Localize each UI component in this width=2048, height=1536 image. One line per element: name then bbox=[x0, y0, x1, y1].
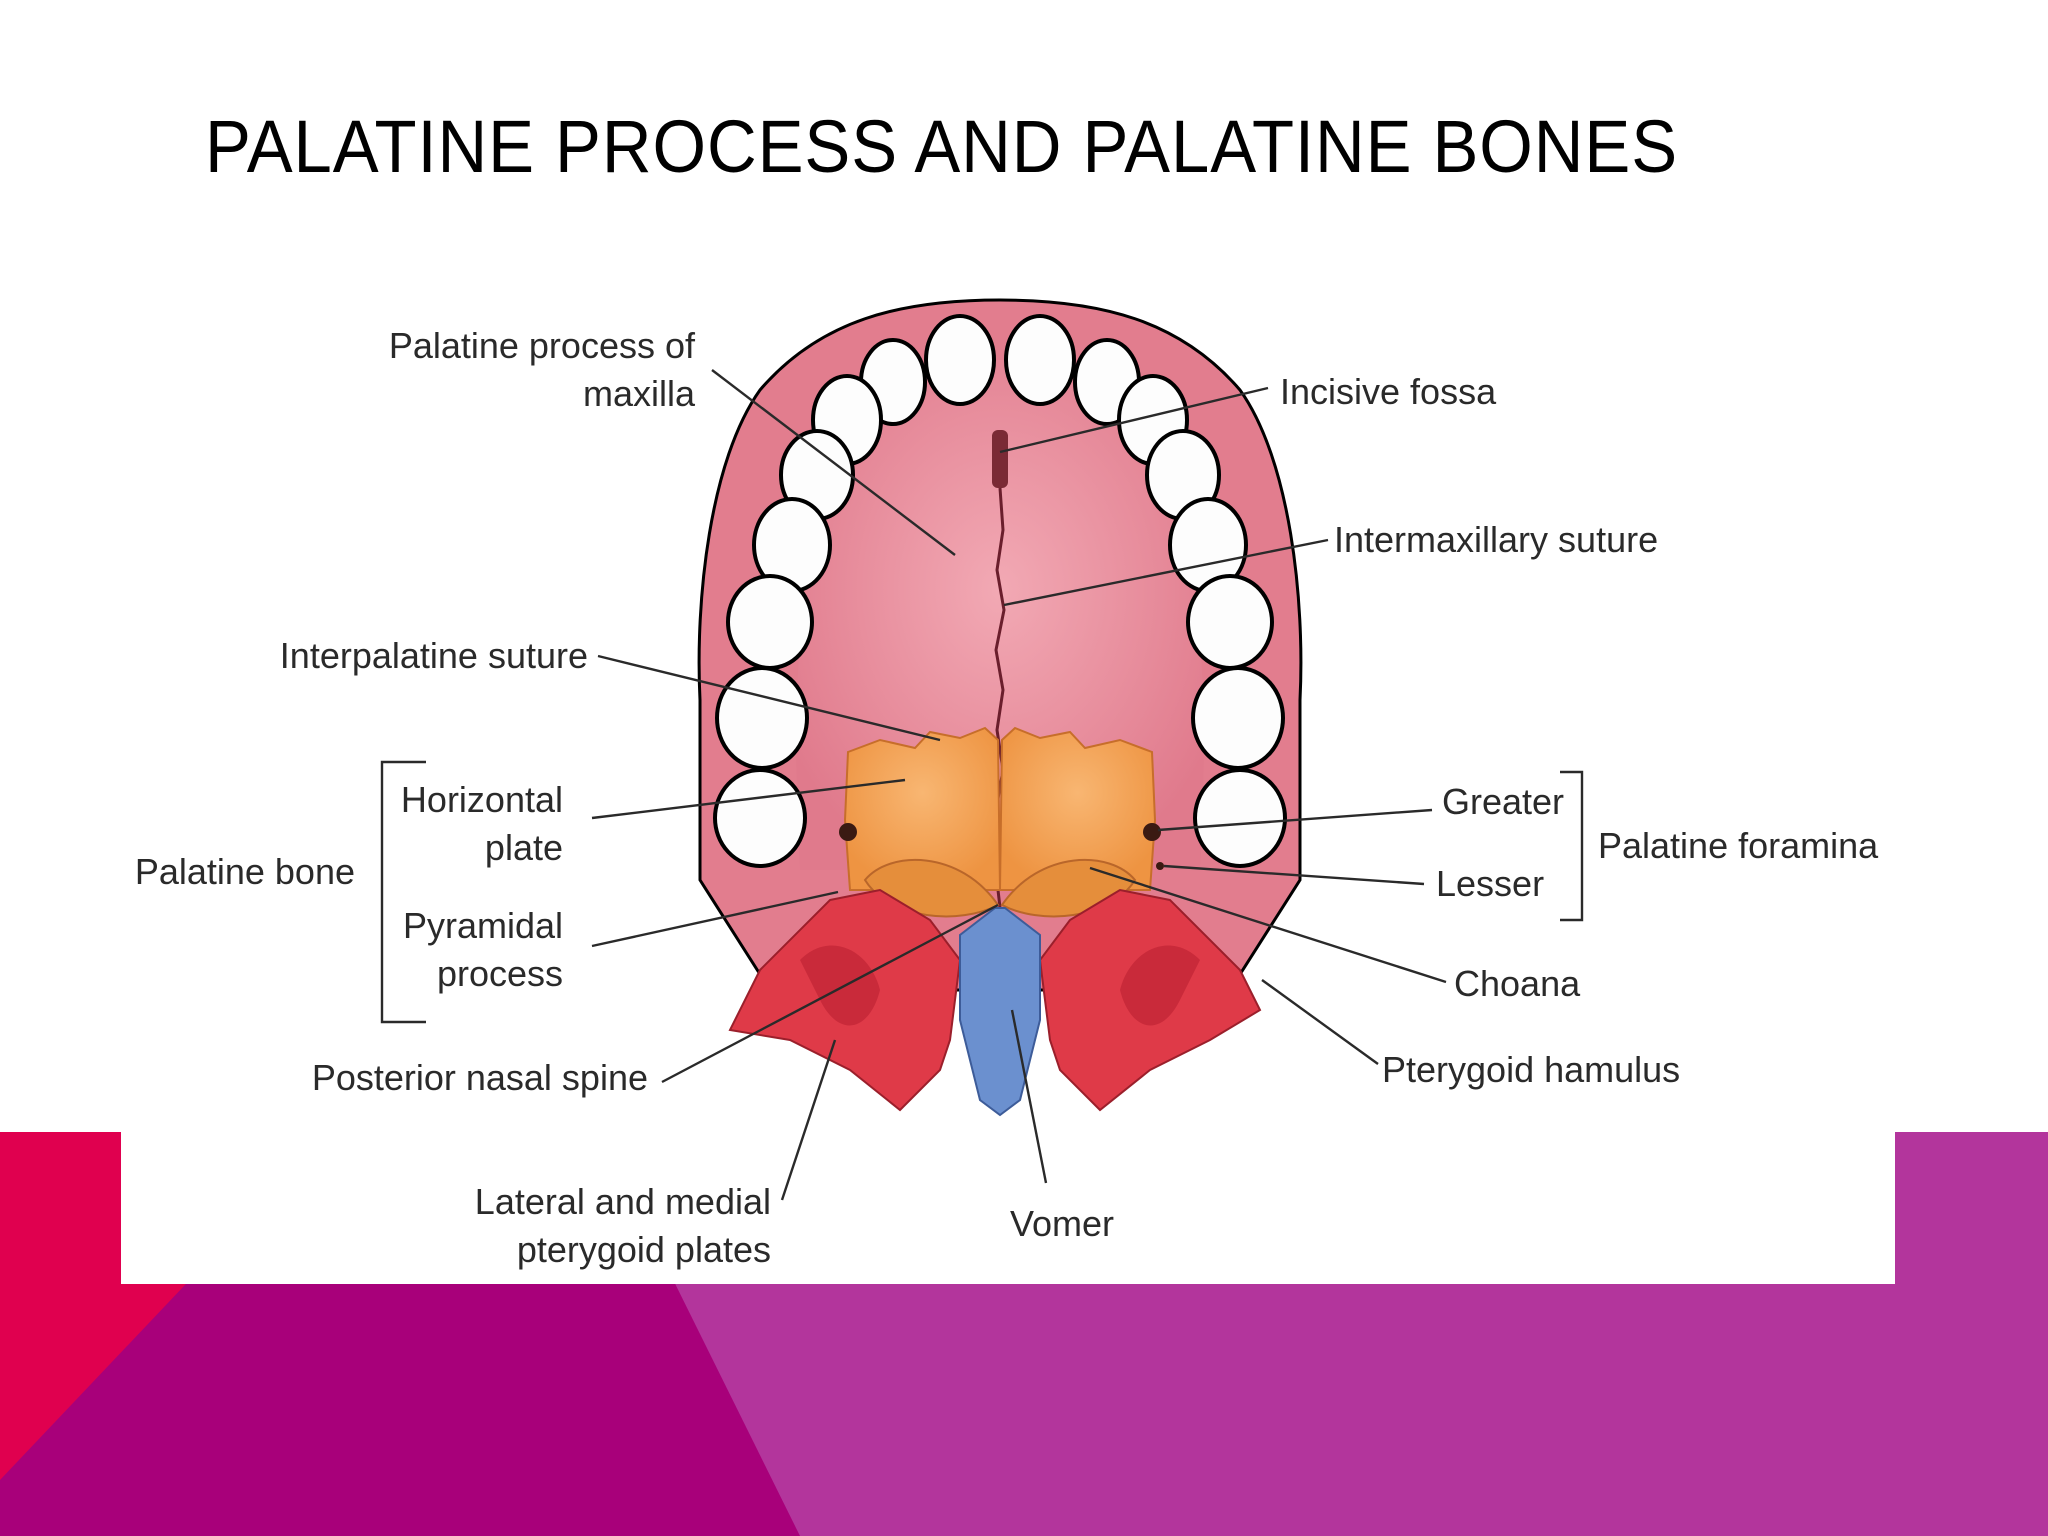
leader-pterygoid-plates bbox=[780, 1039, 837, 1201]
label-intermaxillary-suture: Intermaxillary suture bbox=[1334, 519, 1658, 560]
pterygoid-hamulus-left-detail bbox=[800, 945, 880, 1026]
tooth bbox=[713, 768, 807, 868]
leader-greater bbox=[1157, 808, 1433, 832]
label-palatine-process-line2: maxilla bbox=[583, 373, 696, 414]
label-pyramidal-process-line1: Pyramidal bbox=[403, 905, 563, 946]
tooth bbox=[1004, 314, 1076, 406]
tooth bbox=[1186, 574, 1274, 670]
background-decoration bbox=[0, 1128, 2048, 1536]
horizontal-plate-right bbox=[998, 726, 1157, 891]
leader-interpalatine-suture bbox=[597, 654, 941, 742]
label-incisive-fossa: Incisive fossa bbox=[1280, 371, 1497, 412]
label-vomer: Vomer bbox=[1010, 1203, 1114, 1244]
label-greater: Greater bbox=[1442, 781, 1564, 822]
lesser-palatine-foramen-right bbox=[1156, 862, 1164, 870]
leader-lesser bbox=[1163, 864, 1425, 886]
label-choana: Choana bbox=[1454, 963, 1581, 1004]
slide-title: PALATINE PROCESS AND PALATINE BONES bbox=[205, 105, 1679, 188]
horizontal-plate-left bbox=[843, 726, 1002, 891]
label-interpalatine-suture: Interpalatine suture bbox=[280, 635, 588, 676]
leader-choana bbox=[1089, 866, 1447, 984]
label-pyramidal-process-line2: process bbox=[437, 953, 563, 994]
label-pterygoid-hamulus: Pterygoid hamulus bbox=[1382, 1049, 1680, 1090]
pterygoid-hamulus-right-detail bbox=[1120, 945, 1200, 1026]
tooth bbox=[1191, 666, 1285, 770]
leader-horizontal-plate bbox=[591, 778, 906, 820]
tooth bbox=[715, 666, 809, 770]
tooth bbox=[1193, 768, 1287, 868]
bracket-palatine-bone bbox=[380, 760, 426, 1024]
greater-palatine-foramen-left bbox=[839, 823, 857, 841]
image-panel bbox=[121, 1128, 1895, 1284]
leader-palatine-process bbox=[711, 369, 956, 556]
label-horizontal-plate-line1: Horizontal bbox=[401, 779, 563, 820]
labels: Palatine process of maxilla Incisive fos… bbox=[135, 325, 1879, 1270]
label-palatine-foramina: Palatine foramina bbox=[1598, 825, 1879, 866]
teeth bbox=[713, 314, 1287, 868]
label-pterygoid-plates-line1: Lateral and medial bbox=[475, 1181, 771, 1222]
bracket-palatine-foramina bbox=[1560, 770, 1584, 922]
leader-pyramidal-process bbox=[591, 890, 839, 948]
tooth bbox=[924, 314, 996, 406]
hard-palate bbox=[796, 360, 1204, 870]
greater-palatine-foramen-right bbox=[1143, 823, 1161, 841]
label-pterygoid-plates-line2: pterygoid plates bbox=[517, 1229, 771, 1270]
palate-illustration bbox=[697, 298, 1303, 1117]
label-palatine-process-line1: Palatine process of bbox=[389, 325, 696, 366]
incisive-fossa bbox=[992, 430, 1008, 488]
label-lesser: Lesser bbox=[1436, 863, 1544, 904]
leader-lines bbox=[380, 369, 1584, 1201]
leader-pterygoid-hamulus bbox=[1261, 979, 1379, 1065]
label-palatine-bone: Palatine bone bbox=[135, 851, 355, 892]
leader-vomer bbox=[1010, 1009, 1048, 1184]
leader-incisive-fossa bbox=[999, 386, 1269, 454]
leader-posterior-nasal-spine bbox=[661, 903, 999, 1084]
tooth bbox=[726, 574, 814, 670]
leader-intermaxillary-suture bbox=[1003, 538, 1329, 607]
label-horizontal-plate-line2: plate bbox=[485, 827, 563, 868]
label-posterior-nasal-spine: Posterior nasal spine bbox=[312, 1057, 648, 1098]
vomer bbox=[959, 907, 1041, 1117]
